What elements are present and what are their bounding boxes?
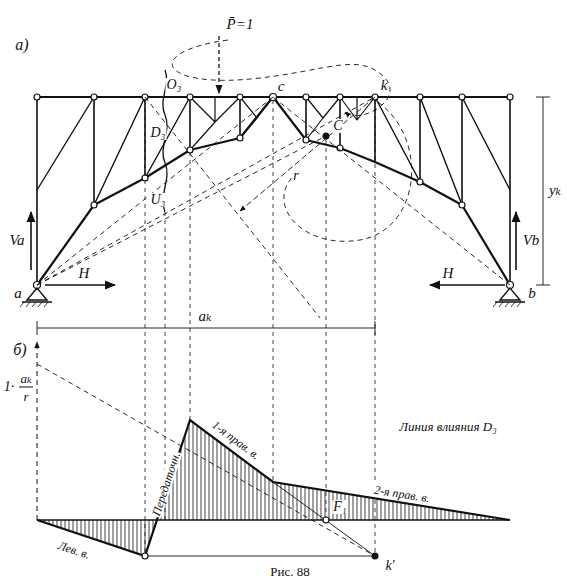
truss-verticals xyxy=(37,97,510,285)
hinges xyxy=(34,94,514,289)
influence-hatching xyxy=(37,420,510,556)
label: а) xyxy=(14,37,29,53)
construction-lines xyxy=(37,40,510,318)
label: 1· xyxy=(3,380,16,394)
label: D₃ xyxy=(150,126,167,140)
label: c xyxy=(277,79,286,94)
dimension-lines xyxy=(37,97,550,335)
truss-diagonals xyxy=(37,97,510,205)
label: F₁ xyxy=(332,500,347,514)
zero-point xyxy=(323,517,329,523)
influence-axes xyxy=(19,342,510,556)
label: Va xyxy=(9,233,26,248)
label: Линия влияния D₃ xyxy=(398,420,498,433)
label: b xyxy=(527,286,537,301)
label: k' xyxy=(384,559,395,573)
label: б) xyxy=(12,342,27,358)
moment-point xyxy=(372,553,379,560)
label: P̄=1 xyxy=(226,17,255,32)
label: Vb xyxy=(522,233,541,248)
label: O₃ xyxy=(166,78,183,92)
label: Лев. в. xyxy=(56,539,93,561)
label: k xyxy=(380,78,389,93)
label: r xyxy=(292,169,299,183)
load-arrow xyxy=(218,36,219,93)
label: aₖ xyxy=(198,309,213,324)
reaction-arrows xyxy=(31,212,516,285)
label: H xyxy=(78,266,91,281)
label: H xyxy=(442,266,455,281)
label: aₖ xyxy=(19,372,32,385)
label: a xyxy=(13,286,23,301)
bottom-chord xyxy=(37,97,510,285)
influence-line xyxy=(37,420,510,556)
node-point xyxy=(142,553,148,559)
label: U₃ xyxy=(150,193,167,207)
label: yₖ xyxy=(548,183,562,198)
label: C xyxy=(332,119,343,133)
label: r xyxy=(22,390,29,403)
figure-caption: Рис. 88 xyxy=(270,565,309,578)
supports xyxy=(20,288,525,307)
